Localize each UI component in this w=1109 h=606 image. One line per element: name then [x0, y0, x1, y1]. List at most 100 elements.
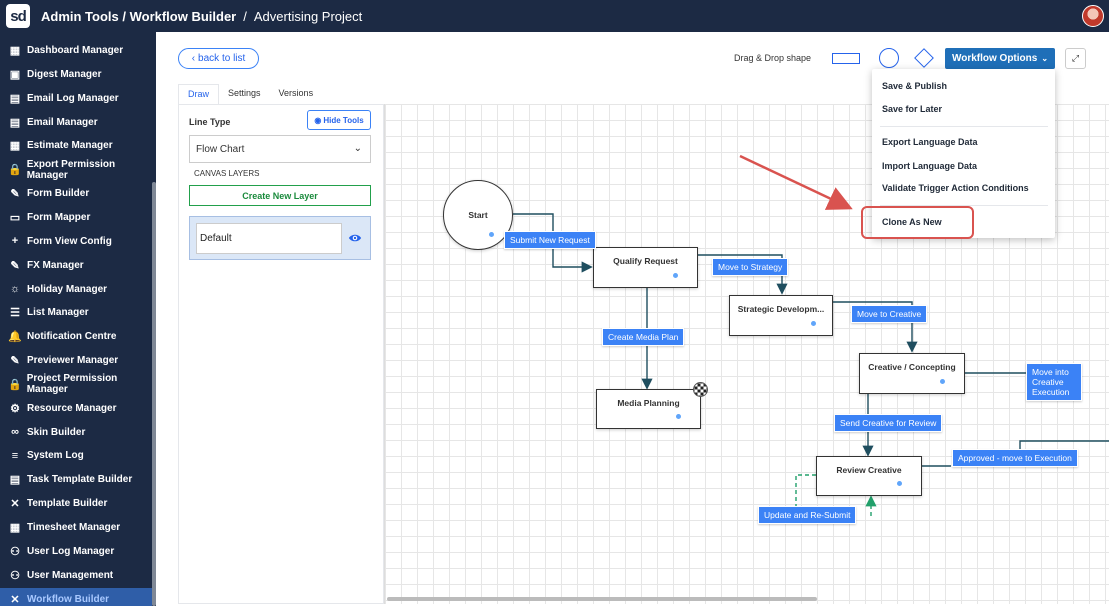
plus-icon: +	[11, 235, 19, 248]
calendar-icon: ▦	[9, 522, 21, 534]
line-type-select[interactable]: Flow Chart ⌄	[189, 135, 371, 163]
connector-dot[interactable]	[810, 320, 817, 327]
node-label: Review Creative	[836, 465, 902, 475]
project-name: Advertising Project	[253, 8, 363, 24]
edge-label-create-media-plan[interactable]: Create Media Plan	[602, 328, 685, 346]
sidebar-item-workflow-builder[interactable]: ✕Workflow Builder	[0, 587, 152, 606]
back-to-list-label: back to list	[198, 53, 246, 64]
sidebar-item-label: User Log Manager	[27, 545, 115, 557]
circle-shape-icon[interactable]	[879, 48, 899, 68]
sidebar-item-previewer-manager[interactable]: ✎Previewer Manager	[0, 349, 152, 372]
sidebar-item-skin-builder[interactable]: ∞Skin Builder	[0, 421, 152, 444]
sidebar-item-email-manager[interactable]: ▤Email Manager	[0, 111, 152, 134]
workflow-canvas[interactable]: Start Qualify Request Strategic Developm…	[384, 104, 1109, 604]
sidebar-item-label: Task Template Builder	[27, 474, 133, 486]
menu-item-clone-as-new[interactable]: Clone As New	[882, 217, 942, 227]
sidebar-item-label: Timesheet Manager	[27, 522, 121, 533]
sidebar-item-project-permission-manager[interactable]: 🔒Project Permission Manager	[0, 373, 152, 396]
create-new-layer-button[interactable]: Create New Layer	[189, 185, 371, 206]
menu-item-export-language-data[interactable]: Export Language Data	[882, 137, 978, 147]
sidebar-item-label: List Manager	[27, 307, 89, 319]
canvas-horizontal-scrollbar[interactable]	[387, 597, 817, 601]
sidebar-item-label: Form Builder	[27, 188, 90, 200]
node-label: Creative / Concepting	[868, 362, 956, 372]
briefcase-icon: ▤	[9, 474, 21, 487]
menu-item-validate-trigger-action-conditions[interactable]: Validate Trigger Action Conditions	[882, 183, 1029, 193]
sidebar-item-email-log-manager[interactable]: ▤Email Log Manager	[0, 87, 152, 110]
connector-dot[interactable]	[488, 231, 495, 238]
sidebar-item-task-template-builder[interactable]: ▤ Task Template Builder	[0, 468, 152, 491]
sidebar-item-user-management[interactable]: ⚇User Management	[0, 564, 152, 587]
connector-dot[interactable]	[672, 272, 679, 279]
sidebar-item-export-permission-manager[interactable]: 🔒Export Permission Manager	[0, 158, 152, 181]
edge-label-approved-move-to-execution[interactable]: Approved - move to Execution	[952, 449, 1078, 467]
breadcrumb-path[interactable]: Admin Tools / Workflow Builder	[41, 8, 237, 24]
edge-label-update-and-resubmit[interactable]: Update and Re-Submit	[758, 506, 857, 524]
sidebar-item-template-builder[interactable]: ✕Template Builder	[0, 492, 152, 515]
sidebar-item-digest-manager[interactable]: ▣Digest Manager	[0, 63, 152, 86]
workflow-options-button[interactable]: Workflow Options ⌄	[945, 48, 1055, 69]
sidebar-item-label: Export Permission Manager	[26, 158, 116, 181]
sidebar-item-label: Previewer Manager	[27, 355, 119, 367]
layer-row[interactable]: Default	[189, 216, 371, 260]
sidebar-item-notification-centre[interactable]: 🔔Notification Centre	[0, 325, 152, 348]
connector-dot[interactable]	[939, 378, 946, 385]
sun-icon: ☼	[9, 283, 21, 295]
expand-icon[interactable]: ⤢	[1065, 48, 1086, 69]
edge-label-move-to-strategy[interactable]: Move to Strategy	[712, 258, 789, 276]
flow-node-review-creative[interactable]: Review Creative	[816, 456, 922, 496]
tab-settings[interactable]: Settings	[228, 88, 261, 98]
sidebar-item-system-log[interactable]: ≡System Log	[0, 444, 152, 467]
app-logo[interactable]: sd	[6, 4, 30, 28]
flow-node-creative-concepting[interactable]: Creative / Concepting	[859, 353, 965, 394]
sidebar-item-estimate-manager[interactable]: ▦Estimate Manager	[0, 134, 152, 157]
sidebar-scrollbar[interactable]	[152, 182, 156, 606]
chevron-down-icon: ⌄	[353, 143, 362, 154]
sidebar-item-label: Form Mapper	[27, 211, 91, 223]
edge-label-submit-new-request[interactable]: Submit New Request	[504, 231, 596, 249]
bell-icon: 🔔	[8, 331, 22, 344]
edge-label-send-creative-for-review[interactable]: Send Creative for Review	[834, 414, 943, 432]
diamond-shape-icon[interactable]	[914, 48, 934, 68]
sidebar-item-form-mapper[interactable]: ▭ Form Mapper	[0, 206, 152, 229]
flow-node-media-planning[interactable]: Media Planning	[596, 382, 708, 429]
sidebar-item-dashboard-manager[interactable]: ▦Dashboard Manager	[0, 39, 152, 62]
tools-icon: ✕	[10, 498, 20, 511]
eye-icon[interactable]	[348, 231, 362, 245]
tab-versions[interactable]: Versions	[278, 88, 314, 98]
sidebar-item-user-log-manager[interactable]: ⚇User Log Manager	[0, 540, 152, 563]
sidebar-item-form-builder[interactable]: ✎Form Builder	[0, 182, 152, 205]
sidebar-item-form-view-config[interactable]: +Form View Config	[0, 230, 152, 253]
sidebar-item-fx-manager[interactable]: ✎FX Manager	[0, 254, 152, 277]
menu-item-save-publish[interactable]: Save & Publish	[882, 81, 948, 91]
connector-dot[interactable]	[896, 480, 903, 487]
node-label: Start	[468, 210, 488, 220]
rectangle-shape-icon[interactable]	[832, 53, 860, 64]
users-cog-icon: ⚙	[10, 402, 20, 415]
flow-node-qualify-request[interactable]: Qualify Request	[593, 247, 698, 288]
menu-item-import-language-data[interactable]: Import Language Data	[882, 161, 978, 171]
tab-draw[interactable]: Draw	[178, 84, 220, 104]
node-label: Media Planning	[617, 398, 680, 408]
sidebar-item-list-manager[interactable]: ☰List Manager	[0, 301, 152, 324]
flow-node-start[interactable]: Start	[443, 180, 513, 250]
edge-label-move-into-creative-execution[interactable]: Move into Creative Execution	[1026, 363, 1082, 401]
briefcase-icon: ▤	[9, 92, 21, 105]
edge-label-move-to-creative[interactable]: Move to Creative	[851, 305, 928, 323]
sidebar-item-holiday-manager[interactable]: ☼Holiday Manager	[0, 278, 152, 301]
sidebar-item-resource-manager[interactable]: ⚙Resource Manager	[0, 397, 152, 420]
dashboard-icon: ▦	[9, 45, 21, 57]
node-label: Qualify Request	[613, 256, 678, 266]
connector-dot[interactable]	[675, 413, 682, 420]
user-avatar[interactable]	[1082, 5, 1104, 27]
chevron-down-icon: ⌄	[1041, 54, 1049, 63]
back-to-list-button[interactable]: ‹ back to list	[178, 48, 259, 69]
hide-tools-button[interactable]: ◉ Hide Tools	[307, 110, 371, 130]
sidebar-item-timesheet-manager[interactable]: ▦ Timesheet Manager	[0, 516, 152, 539]
menu-item-save-for-later[interactable]: Save for Later	[882, 104, 943, 114]
layer-name-input[interactable]: Default	[196, 223, 342, 254]
laptop-icon: ▭	[9, 211, 21, 224]
flow-node-strategic-development[interactable]: Strategic Developm...	[729, 295, 833, 336]
tools-panel: Line Type ◉ Hide Tools Flow Chart ⌄ CANV…	[178, 104, 384, 604]
sidebar: ▦Dashboard Manager▣Digest Manager▤Email …	[0, 32, 156, 606]
